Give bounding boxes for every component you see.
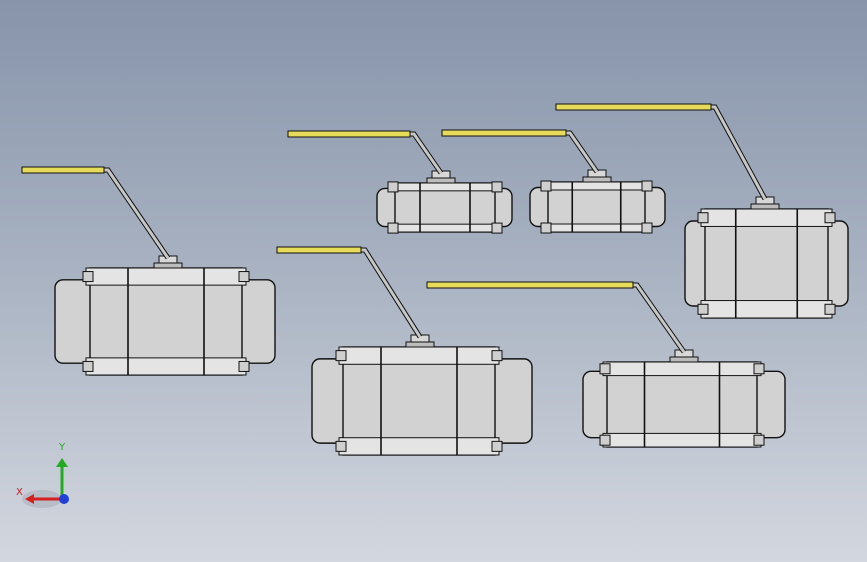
valve-body (606, 361, 758, 448)
stem-washer (405, 341, 435, 348)
stem-washer (426, 177, 456, 184)
bolt-icon (540, 180, 552, 192)
ball-valve-5[interactable] (276, 246, 533, 456)
bolt-icon (599, 363, 611, 375)
bottom-flange-band (543, 223, 650, 233)
handle-lever (288, 132, 443, 174)
stem-washer (750, 203, 780, 210)
stem-washer (582, 176, 612, 183)
bolt-icon (824, 303, 836, 315)
top-flange-band (390, 182, 500, 192)
bolt-icon (824, 212, 836, 224)
bottom-flange-band (85, 357, 247, 376)
top-flange-band (700, 208, 833, 227)
bolt-icon (641, 222, 653, 234)
handle-lever (22, 168, 170, 259)
handle-grip (426, 281, 634, 289)
handle-grip (276, 246, 362, 254)
handle-lever-outline (277, 247, 423, 339)
handle-lever (277, 248, 422, 338)
ball-valve-6[interactable] (426, 281, 786, 448)
ball-valve-4[interactable] (555, 103, 849, 319)
handle-lever-outline (22, 167, 171, 260)
handle-lever (442, 131, 599, 173)
ball-valve-2[interactable] (287, 130, 513, 234)
bottom-flange-band (338, 437, 500, 456)
bolt-icon (641, 180, 653, 192)
stem-washer (153, 262, 183, 269)
bolt-icon (491, 350, 503, 362)
top-flange-band (543, 181, 650, 191)
handle-grip (21, 166, 105, 174)
z-axis-dot-icon (59, 494, 69, 504)
top-flange-band (338, 346, 500, 365)
handle-lever (427, 283, 686, 353)
valve-body (704, 208, 829, 319)
bolt-icon (540, 222, 552, 234)
bolt-icon (491, 440, 503, 452)
bolt-icon (82, 271, 94, 283)
bolt-icon (697, 303, 709, 315)
bolt-icon (491, 181, 503, 193)
y-arrow-head-icon (56, 458, 68, 467)
y-axis-label: Y (59, 442, 66, 453)
bottom-flange-band (390, 223, 500, 233)
stem-washer (669, 356, 699, 363)
bottom-flange-band (700, 300, 833, 319)
ball-valve-1[interactable] (21, 166, 276, 376)
bolt-icon (335, 350, 347, 362)
bolt-icon (238, 271, 250, 283)
coordinate-triad (22, 458, 69, 508)
handle-grip (287, 130, 411, 138)
bolt-icon (753, 363, 765, 375)
top-flange-band (85, 267, 247, 286)
valve-body (342, 346, 496, 456)
bottom-flange-band (602, 432, 762, 448)
valve-group[interactable] (21, 103, 849, 456)
bolt-icon (387, 181, 399, 193)
bolt-icon (82, 360, 94, 372)
x-axis-label: X (16, 487, 23, 498)
handle-grip (441, 129, 567, 137)
bolt-icon (387, 222, 399, 234)
bolt-icon (599, 434, 611, 446)
x-arrow-head-icon (25, 494, 34, 504)
bolt-icon (491, 222, 503, 234)
top-flange-band (602, 361, 762, 377)
bolt-icon (753, 434, 765, 446)
bolt-icon (238, 360, 250, 372)
bolt-icon (335, 440, 347, 452)
handle-grip (555, 103, 712, 111)
ball-valve-3[interactable] (441, 129, 666, 234)
bolt-icon (697, 212, 709, 224)
